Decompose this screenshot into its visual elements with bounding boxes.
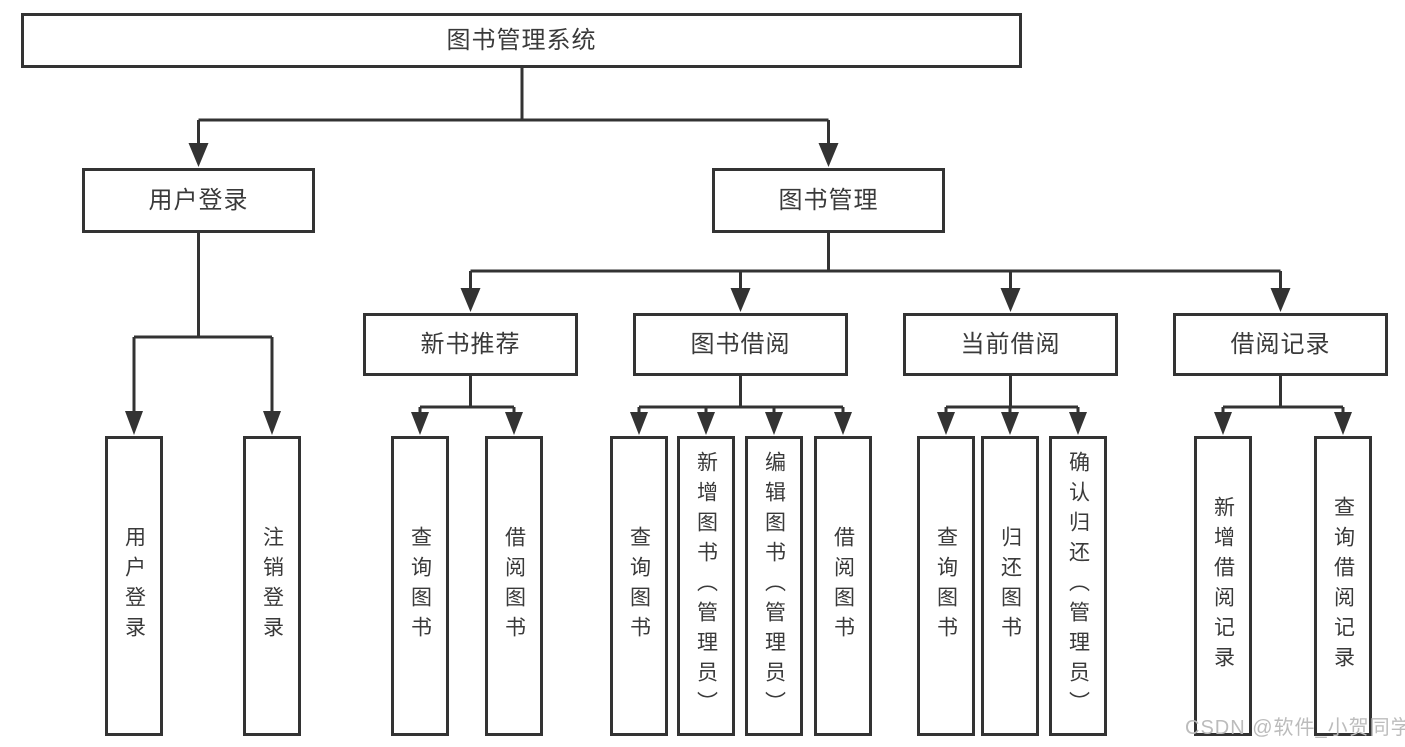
csdn-watermark: CSDN @软件_小贺同学 <box>1185 717 1405 739</box>
node-borrowing-records: 借阅记录 <box>1173 313 1388 376</box>
leaf-current-return-books: 归还图书 <box>981 436 1039 736</box>
node-user-login: 用户登录 <box>82 168 315 233</box>
node-library-management-system: 图书管理系统 <box>21 13 1022 68</box>
leaf-user-login: 用户登录 <box>105 436 163 736</box>
leaf-logout-login: 注销登录 <box>243 436 301 736</box>
leaf-newbook-borrow-books: 借阅图书 <box>485 436 543 736</box>
node-book-management: 图书管理 <box>712 168 945 233</box>
node-current-borrowing: 当前借阅 <box>903 313 1118 376</box>
leaf-borrowing-borrow-books: 借阅图书 <box>814 436 872 736</box>
leaf-records-query-borrow-record: 查询借阅记录 <box>1314 436 1372 736</box>
node-new-book-recommend: 新书推荐 <box>363 313 578 376</box>
leaf-current-query-books: 查询图书 <box>917 436 975 736</box>
leaf-borrowing-edit-book-admin: 编辑图书（管理员） <box>745 436 803 736</box>
node-book-borrowing: 图书借阅 <box>633 313 848 376</box>
leaf-records-add-borrow-record: 新增借阅记录 <box>1194 436 1252 736</box>
leaf-borrowing-add-book-admin: 新增图书（管理员） <box>677 436 735 736</box>
leaf-newbook-query-books: 查询图书 <box>391 436 449 736</box>
leaf-current-confirm-return-admin: 确认归还（管理员） <box>1049 436 1107 736</box>
arrowhead-icons <box>125 143 1352 435</box>
leaf-borrowing-query-books: 查询图书 <box>610 436 668 736</box>
